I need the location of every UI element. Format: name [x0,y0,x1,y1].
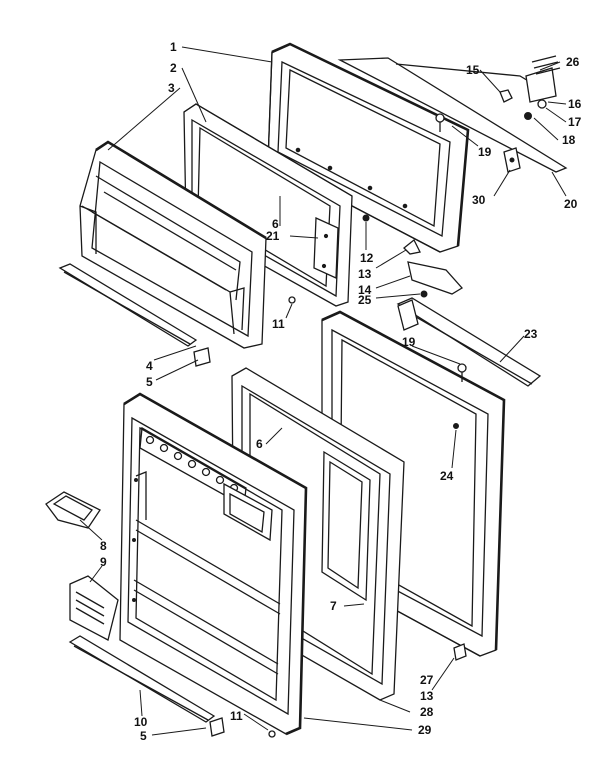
callout-27: 27 [420,673,434,687]
callout-5: 5 [146,375,153,389]
egg-tray [45,491,101,529]
callout-6-lower: 6 [256,437,263,451]
callout-18: 18 [562,133,576,147]
callout-8: 8 [100,539,107,553]
callout-11-lower: 11 [230,709,243,723]
leader-lines [79,46,567,736]
callout-4: 4 [146,359,153,373]
top-hinge-assembly [337,55,568,173]
middle-hinge-bar [396,297,542,387]
callout-29: 29 [418,723,432,737]
callout-10: 10 [134,715,148,729]
callout-23: 23 [524,327,538,341]
callout-1: 1 [170,40,177,54]
callout-25: 25 [358,293,372,307]
callout-30: 30 [472,193,486,207]
callout-15: 15 [466,63,480,77]
freezer-hardware [288,214,464,304]
callout-13: 13 [358,267,372,281]
callout-16: 16 [568,97,582,111]
callout-20: 20 [564,197,578,211]
bottom-hardware [268,643,467,738]
freezer-door-liner [79,140,267,349]
callout-21: 21 [266,229,280,243]
callout-5-lower: 5 [140,729,147,743]
callout-2: 2 [170,61,177,75]
callout-3: 3 [168,81,175,95]
fresh-food-door-liner [119,392,308,736]
callout-19: 19 [478,145,492,159]
callout-19-lower: 19 [402,335,416,349]
callout-6: 6 [272,217,279,231]
callout-17: 17 [568,115,582,129]
freezer-shelf-bar [58,263,211,367]
callout-7: 7 [330,599,337,613]
fresh-food-shelf-bar [68,635,225,737]
callout-12: 12 [360,251,374,265]
dairy-compartment-door [69,575,119,641]
callout-13-lower: 13 [420,689,434,703]
callout-24: 24 [440,469,454,483]
callout-28: 28 [420,705,434,719]
callout-labels: 1 2 3 4 5 6 11 12 13 14 15 16 17 18 19 2… [100,40,582,743]
callout-14: 14 [358,283,372,297]
callout-9: 9 [100,555,107,569]
callout-26: 26 [566,55,580,69]
callout-11: 11 [272,317,285,331]
